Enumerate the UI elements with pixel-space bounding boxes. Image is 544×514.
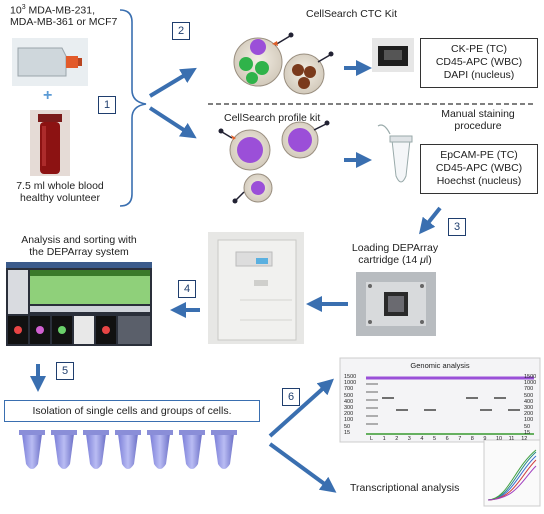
step-3-badge: 3 xyxy=(448,218,466,236)
deparray-software-screenshot xyxy=(6,262,152,346)
qpcr-amplification-plot xyxy=(483,439,541,507)
ladder-right-tick: 50 xyxy=(524,423,531,430)
genomic-analysis-title: Genomic analysis xyxy=(410,361,470,370)
arrow-to-profile-kit xyxy=(148,106,197,139)
cell-lines-label: 103 MDA-MB-231, xyxy=(10,4,96,17)
ctc-kit-stain-box: CK-PE (TC) CD45-APC (WBC) DAPI (nucleus) xyxy=(420,38,538,88)
transcriptional-analysis-label: Transcriptional analysis xyxy=(350,482,460,494)
blood-tube-icon xyxy=(30,110,70,176)
profile-kit-title: CellSearch profile kit xyxy=(224,112,321,124)
ladder-left-tick: 300 xyxy=(344,405,354,411)
step-5-badge: 5 xyxy=(56,362,74,380)
ladder-right-tick: 500 xyxy=(524,392,534,399)
deparray-cartridge-icon xyxy=(356,272,436,336)
profile-kit-stain-box: EpCAM-PE (TC) CD45-APC (WBC) Hoechst (nu… xyxy=(420,144,538,194)
gel-lane-label: 12 xyxy=(521,436,528,442)
ladder-left-tick: 500 xyxy=(344,392,354,399)
analysis-sorting-label: Analysis and sorting with the DEPArray s… xyxy=(21,234,137,258)
step-1-badge: 1 xyxy=(98,96,116,114)
gel-lane-label: 6 xyxy=(445,436,449,442)
gel-lane-label: 10 xyxy=(496,436,503,442)
gel-lane-label: 7 xyxy=(458,436,462,442)
ladder-left-tick: 1500 xyxy=(344,374,357,380)
eppendorf-tube-icon xyxy=(377,124,413,183)
ladder-right-tick: 300 xyxy=(524,405,534,411)
gel-lane-label: 4 xyxy=(420,436,424,442)
grouping-brace xyxy=(119,9,147,207)
manual-staining-label: Manual staining procedure xyxy=(441,108,515,132)
gel-lane-label: 1 xyxy=(382,436,386,442)
blood-label: 7.5 ml whole blood healthy volunteer xyxy=(16,180,104,204)
isolation-tubes-icon xyxy=(19,430,237,469)
ladder-left-tick: 15 xyxy=(344,429,351,436)
gel-lane-label: 2 xyxy=(395,436,399,442)
gel-lane-label: 3 xyxy=(407,436,411,442)
ladder-left-tick: 700 xyxy=(344,386,354,393)
ladder-right-tick: 400 xyxy=(524,398,534,405)
ladder-left-tick: 200 xyxy=(344,411,354,418)
arrow-to-ctc-kit xyxy=(148,67,197,98)
ctc-kit-title: CellSearch CTC Kit xyxy=(306,8,398,20)
ladder-right-tick: 1500 xyxy=(524,374,537,380)
ladder-right-tick: 200 xyxy=(524,411,534,418)
cell-culture-flask-icon xyxy=(12,38,88,86)
ladder-left-tick: 1000 xyxy=(344,380,357,387)
ctc-kit-cells-icon xyxy=(233,32,334,95)
ladder-left-tick: 100 xyxy=(344,417,354,424)
gel-lane-label: 5 xyxy=(433,436,437,442)
ladder-left-tick: 400 xyxy=(344,398,354,405)
profile-kit-cells-icon xyxy=(218,120,330,204)
arrow-to-genomic xyxy=(268,378,334,438)
ladder-right-tick: 100 xyxy=(524,417,534,424)
step-6-badge: 6 xyxy=(282,388,300,406)
isolation-box: Isolation of single cells and groups of … xyxy=(4,400,260,422)
arrow-to-transcriptional xyxy=(268,442,337,493)
ladder-right-tick: 1000 xyxy=(524,380,537,387)
gel-lane-label: 9 xyxy=(483,436,487,442)
gel-lane-label: L xyxy=(370,436,374,442)
genomic-gel-image xyxy=(339,357,541,443)
ladder-right-tick: 15 xyxy=(524,429,531,436)
deparray-instrument-icon xyxy=(208,232,304,344)
plus-sign: + xyxy=(43,87,53,104)
loading-cartridge-label: Loading DEPArray cartridge (14 μl) xyxy=(351,242,439,266)
gel-lane-label: 11 xyxy=(508,436,515,442)
arrow-to-loading xyxy=(419,206,442,235)
cell-lines-label-line2: MDA-MB-361 or MCF7 xyxy=(10,16,118,28)
ladder-right-tick: 700 xyxy=(524,386,534,393)
step-4-badge: 4 xyxy=(178,280,196,298)
gel-lane-label: 8 xyxy=(470,436,474,442)
cellsearch-cartridge-icon xyxy=(372,38,414,72)
step-2-badge: 2 xyxy=(172,22,190,40)
ladder-left-tick: 50 xyxy=(344,423,351,430)
